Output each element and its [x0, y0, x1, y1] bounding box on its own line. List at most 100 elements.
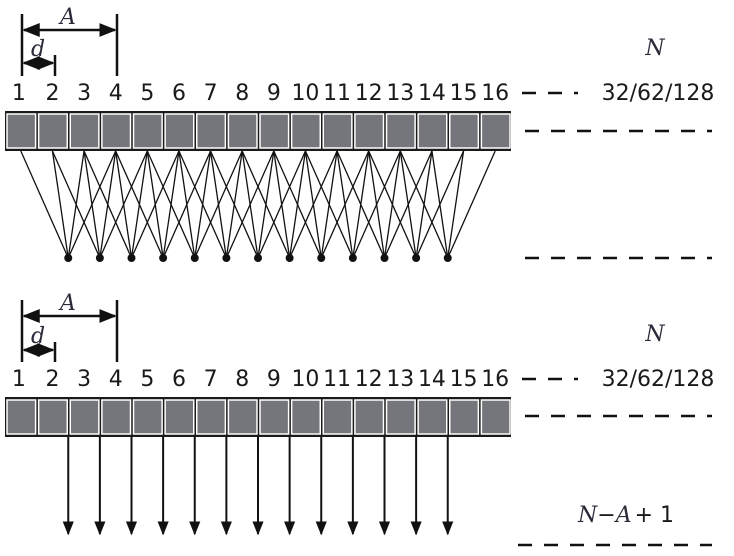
input-block	[354, 113, 385, 149]
window-connection	[336, 150, 354, 259]
position-label: 13	[386, 81, 414, 106]
stride-label: d	[31, 37, 45, 62]
window-connection	[146, 150, 196, 259]
input-block	[196, 113, 227, 149]
input-block	[449, 113, 480, 149]
output-node	[380, 254, 389, 262]
input-blocks	[5, 111, 511, 151]
input-block	[37, 399, 68, 435]
input-block	[417, 113, 448, 149]
position-label: 1	[12, 81, 26, 106]
input-block	[164, 113, 195, 149]
position-label: 7	[204, 81, 218, 106]
position-label: 3	[77, 81, 91, 106]
position-label: 14	[418, 367, 446, 392]
window-connection	[336, 150, 386, 259]
window-connection	[115, 150, 133, 259]
window-connection	[447, 150, 496, 259]
input-block	[385, 399, 416, 435]
window-connection	[83, 150, 101, 259]
position-label: 3	[77, 367, 91, 392]
position-label: 11	[323, 81, 351, 106]
input-block	[385, 113, 416, 149]
window-connection	[20, 150, 69, 259]
input-block	[6, 113, 37, 149]
window-connections	[20, 150, 496, 262]
position-label: 4	[109, 81, 123, 106]
window-connection	[209, 150, 259, 259]
position-label: 6	[172, 367, 186, 392]
input-block	[132, 113, 163, 149]
window-connection	[273, 150, 291, 259]
input-block	[290, 399, 321, 435]
position-label: 6	[172, 81, 186, 106]
n-label: N	[644, 322, 665, 347]
position-label: 16	[481, 367, 509, 392]
output-node	[285, 254, 294, 262]
output-n: N	[577, 503, 598, 528]
input-block	[322, 113, 353, 149]
input-block	[354, 399, 385, 435]
window-dimension	[20, 14, 119, 76]
window-label: A	[58, 5, 76, 30]
position-label: 7	[204, 367, 218, 392]
window-connection	[368, 150, 386, 259]
window-connection	[304, 150, 322, 259]
window-connection	[399, 150, 417, 259]
window-connection	[241, 150, 291, 259]
position-label: 12	[355, 81, 383, 106]
input-block	[227, 399, 258, 435]
input-block	[6, 399, 37, 435]
input-block	[449, 399, 480, 435]
position-label: 1	[12, 367, 26, 392]
window-connection	[431, 150, 449, 259]
continuation-dashes	[518, 377, 712, 547]
position-label: 9	[267, 81, 281, 106]
position-label: 16	[481, 81, 509, 106]
position-label: 12	[355, 367, 383, 392]
window-connection	[51, 150, 101, 259]
input-block	[69, 113, 100, 149]
position-label: 10	[291, 367, 319, 392]
window-connection	[447, 150, 465, 259]
output-node	[317, 254, 326, 262]
input-block	[101, 113, 132, 149]
position-label: 10	[291, 81, 319, 106]
input-blocks	[5, 397, 511, 437]
window-connection	[178, 150, 196, 259]
window-connection	[399, 150, 449, 259]
output-minus: −	[597, 503, 615, 528]
input-block	[164, 399, 195, 435]
window-connection	[146, 150, 164, 259]
position-label: 4	[109, 367, 123, 392]
position-label: 2	[45, 81, 59, 106]
n-label: N	[644, 36, 665, 61]
output-node	[159, 254, 168, 262]
window-connection	[209, 150, 228, 259]
position-label: 8	[235, 367, 249, 392]
window-connection	[368, 150, 417, 259]
input-block	[480, 113, 511, 149]
output-a: A	[614, 503, 632, 528]
n-values: 32/62/128	[602, 81, 715, 106]
position-label: 2	[45, 367, 59, 392]
window-connection	[83, 150, 133, 259]
output-arrows	[62, 437, 454, 536]
output-node	[64, 254, 73, 262]
output-count-label: N−A+ 1	[577, 503, 674, 528]
output-node	[348, 254, 357, 262]
output-node	[222, 254, 231, 262]
position-label: 11	[323, 367, 351, 392]
position-label: 5	[140, 81, 154, 106]
input-block	[259, 113, 290, 149]
input-block	[322, 399, 353, 435]
window-connection	[304, 150, 354, 259]
n-values: 32/62/128	[602, 367, 715, 392]
input-block	[101, 399, 132, 435]
continuation-dashes	[522, 91, 712, 260]
output-node	[127, 254, 136, 262]
position-label: 9	[267, 367, 281, 392]
